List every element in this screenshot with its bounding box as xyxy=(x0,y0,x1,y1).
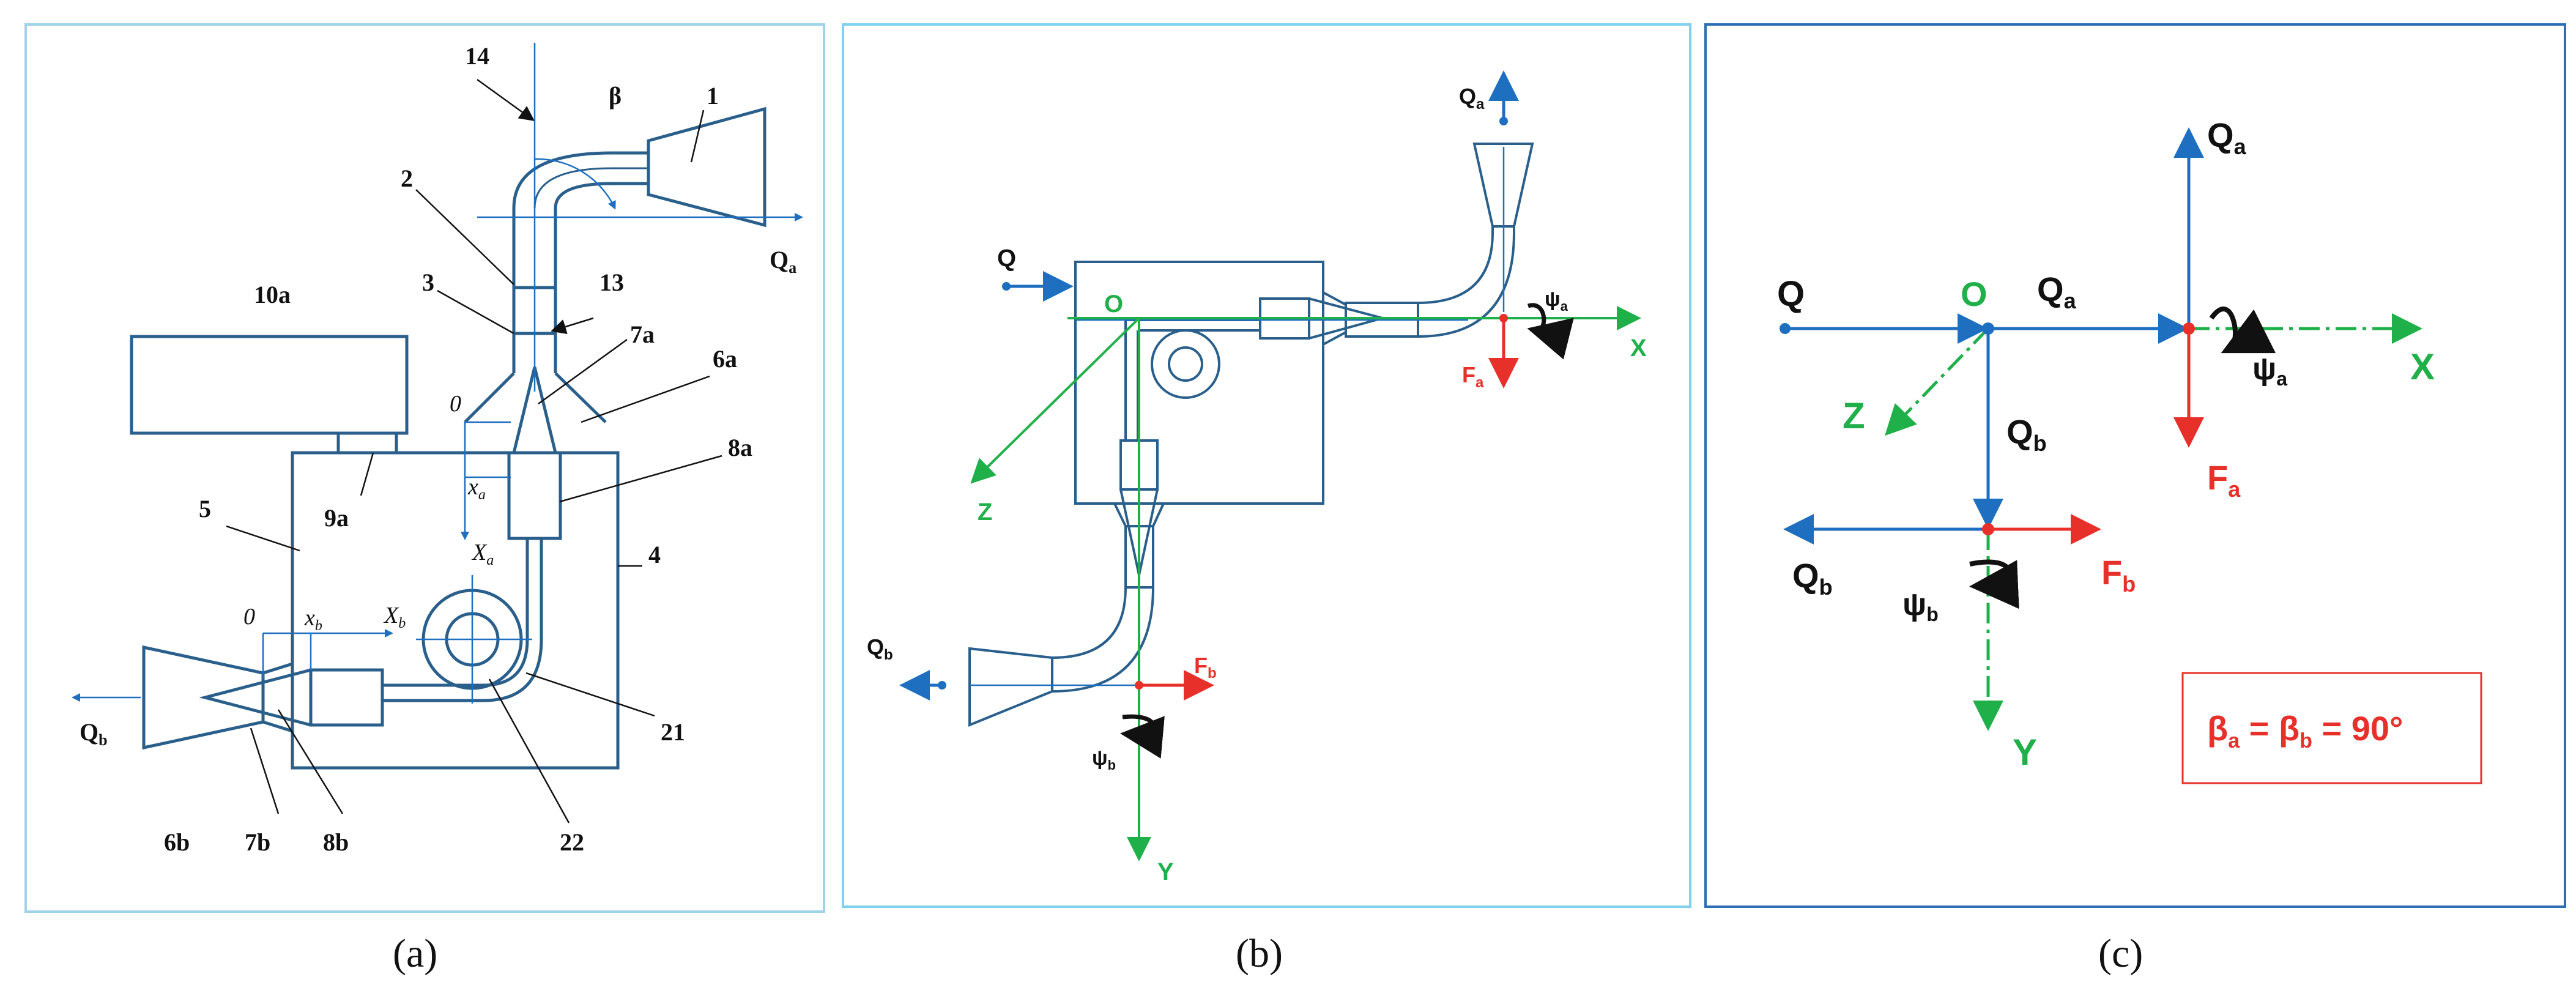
mount-9a xyxy=(336,431,398,455)
nozzle-1 xyxy=(647,106,766,228)
panel-c-frame xyxy=(1704,23,2566,908)
label-q-c: Q xyxy=(1777,274,1805,314)
label-3: 3 xyxy=(422,269,434,296)
label-5: 5 xyxy=(199,495,211,522)
label-8b: 8b xyxy=(323,828,349,856)
label-Xb: Xb xyxy=(383,603,406,631)
nozzle-b xyxy=(142,645,265,750)
label-1: 1 xyxy=(707,82,719,110)
label-7a: 7a xyxy=(630,321,655,348)
label-6a: 6a xyxy=(713,345,737,373)
formula-text: βa = βb = 90° xyxy=(2207,709,2403,753)
label-xa: xa xyxy=(467,474,486,503)
motor-10a xyxy=(130,335,409,435)
label-q-b: Q xyxy=(997,245,1016,272)
formula-box xyxy=(2181,672,2482,784)
label-psia-b: ψa xyxy=(1545,288,1568,314)
label-qa-top-c: Qa xyxy=(2207,116,2247,159)
rotation-psib-c-icon xyxy=(1969,559,2019,609)
leaders-a xyxy=(226,78,722,824)
axes-a xyxy=(72,43,803,704)
elbow-2 xyxy=(512,151,648,209)
label-8a: 8a xyxy=(728,434,752,461)
label-z-c: Z xyxy=(1843,395,1865,436)
rotation-psib-icon xyxy=(1120,714,1165,759)
label-y-c: Y xyxy=(2013,732,2037,773)
label-qa-b: Qa xyxy=(1459,84,1485,113)
label-22: 22 xyxy=(560,828,584,856)
label-10a: 10a xyxy=(254,281,291,308)
axes-b xyxy=(970,306,1641,861)
label-21: 21 xyxy=(661,718,685,746)
cone-7b xyxy=(199,668,311,727)
nozzle-b-b xyxy=(968,647,1053,727)
label-4: 4 xyxy=(648,541,661,568)
panel-c: Q O Qa Qa Qb Qb Fa Fb ψa ψb X Y Z βa = β… xyxy=(1704,23,2566,908)
label-7b: 7b xyxy=(245,828,270,856)
label-9a: 9a xyxy=(324,504,349,532)
label-o-b: O xyxy=(1104,291,1123,318)
panel-b: Q O Qa Qb ψa ψb Fa Fb X Y Z xyxy=(842,23,1691,908)
label-qb-mid-c: Qb xyxy=(2006,412,2047,456)
label-o-c: O xyxy=(1961,275,1988,313)
label-x-c: X xyxy=(2410,346,2435,387)
label-qa-a: Qa xyxy=(770,246,796,277)
label-xb: xb xyxy=(304,605,322,634)
machine-drawing-a xyxy=(130,106,766,770)
label-fa-b: Fa xyxy=(1462,362,1484,391)
housing-b xyxy=(1074,261,1324,505)
label-Xa: Xa xyxy=(471,540,494,568)
impeller-b xyxy=(1151,329,1220,399)
caption-a: (a) xyxy=(393,931,437,976)
ejector-8a xyxy=(507,451,562,540)
label-fa-c: Fa xyxy=(2207,458,2241,502)
label-qb-b: Qb xyxy=(867,634,893,663)
forces-b xyxy=(1139,318,1519,701)
label-2: 2 xyxy=(401,165,413,192)
label-zero-b: 0 xyxy=(243,604,255,630)
label-z-b: Z xyxy=(978,499,992,526)
label-qa-mid-c: Qa xyxy=(2037,270,2077,313)
label-6b: 6b xyxy=(164,828,190,856)
panel-a-frame xyxy=(24,23,825,913)
rotation-psia-icon xyxy=(1527,303,1574,360)
flow-arrows-b xyxy=(899,70,1519,701)
axes-c xyxy=(1885,313,2422,731)
label-psib-b: ψb xyxy=(1092,746,1116,773)
label-psia-c: ψa xyxy=(2252,351,2287,390)
housing-4 xyxy=(291,451,620,770)
construction-lines-b xyxy=(970,147,1505,691)
label-fb-c: Fb xyxy=(2101,553,2136,597)
label-13: 13 xyxy=(599,269,624,296)
label-fb-b: Fb xyxy=(1194,653,1217,682)
ejector-8b xyxy=(309,668,384,727)
forces-c xyxy=(1988,329,2204,545)
label-y-b: Y xyxy=(1157,858,1174,885)
label-qb-a: Qb xyxy=(80,718,108,749)
machine-drawing-b xyxy=(968,143,1534,727)
label-qb-left-c: Qb xyxy=(1792,556,1833,600)
flows-c xyxy=(1783,127,2204,545)
label-beta: β xyxy=(609,82,622,110)
label-psib-c: ψb xyxy=(1902,587,1939,625)
panel-b-frame xyxy=(842,23,1691,908)
label-zero-a: 0 xyxy=(450,391,461,417)
panel-a: 14 β 1 2 10a 3 13 7a 6a 8a 9a 5 4 21 22 … xyxy=(24,23,825,913)
label-x-b: X xyxy=(1630,335,1647,362)
label-14: 14 xyxy=(465,42,489,70)
rotation-psia-c-icon xyxy=(2209,307,2276,354)
caption-c: (c) xyxy=(2098,931,2143,976)
caption-b: (b) xyxy=(1236,931,1283,976)
